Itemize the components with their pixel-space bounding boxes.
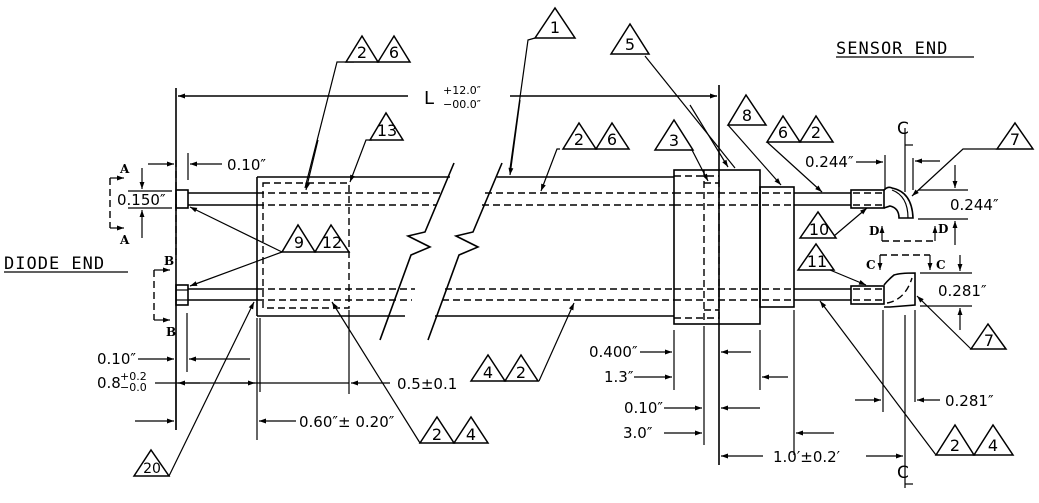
callout-4-2-number-b: 2: [516, 363, 526, 382]
callout-20-number: 20: [143, 461, 161, 477]
sleeve-offset-label: 0.60″± 0.20″: [299, 413, 395, 431]
sensor-dimensions: 0.244″ 0.244″ 0.281″ 0.281″: [805, 153, 999, 412]
centerline-bottom-label: C: [897, 463, 909, 483]
break-lines: [379, 162, 503, 341]
callout-9-12-number-b: 12: [322, 233, 342, 252]
diode-length-minus: −0.0: [120, 381, 147, 394]
callout-3-number: 3: [669, 131, 679, 150]
callout-2-4-right: 2 4: [934, 423, 1015, 456]
sensor-top-width-label: 0.244″: [805, 153, 854, 171]
callout-7-bottom: 7: [969, 322, 1008, 350]
callout-5: 5: [609, 22, 651, 55]
diode-offset-dimension: 0.10″: [148, 153, 266, 180]
callout-leaders: [168, 37, 1000, 477]
callout-9-12-number-a: 9: [294, 233, 304, 252]
length-tolerance-minus: −00.0″: [443, 98, 481, 111]
tip-to-centerline-label: 1.0′±0.2′: [773, 448, 841, 466]
callout-2-4-left-number-a: 2: [432, 425, 442, 444]
callout-9-12: 9 12: [280, 223, 351, 253]
diode-length-plus: +0.2: [120, 370, 147, 383]
callout-10: 10: [798, 210, 838, 239]
sensor-leads: [794, 192, 851, 301]
callout-5-number: 5: [625, 35, 635, 54]
length-tolerance-plus: +12.0″: [443, 84, 481, 97]
section-b-bottom-label: B: [166, 325, 176, 339]
callout-4-2: 4 2: [469, 353, 540, 382]
callout-2-4-right-number-a: 2: [950, 436, 960, 455]
section-c-right-label: C: [936, 258, 946, 272]
callout-6-2-number-a: 6: [778, 123, 788, 142]
diode-offset-label: 0.10″: [227, 156, 266, 174]
section-c-left-label: C: [866, 258, 876, 272]
callout-2-6-top: 2 6: [344, 34, 412, 63]
callout-11: 11: [796, 242, 836, 271]
inner-offset-label: 0.5±0.1: [397, 375, 457, 393]
block-a-label: 0.400″: [589, 343, 638, 361]
diode-diameter-dimension: 0.150″: [117, 168, 172, 238]
block-c-label: 0.10″: [624, 399, 663, 417]
centerline-top-label: C: [897, 119, 909, 139]
callout-11-number: 11: [807, 252, 827, 271]
section-b-top-label: B: [164, 254, 174, 268]
block-d-label: 3.0″: [623, 424, 653, 442]
length-symbol: L: [424, 88, 434, 109]
callout-13: 13: [368, 111, 405, 141]
callout-2-6-top-number-b: 6: [389, 43, 399, 62]
section-c-marker: C C: [866, 254, 946, 272]
upper-sensor-elbow: [850, 186, 914, 219]
callout-2-4-left: 2 4: [418, 415, 490, 444]
section-d-right-label: D: [938, 222, 948, 236]
section-a-top-label: A: [119, 162, 130, 176]
diode-end-title: DIODE END: [4, 254, 128, 274]
diode-end-label: DIODE END: [4, 254, 105, 274]
callout-20: 20: [132, 448, 171, 477]
section-b-marker: B B: [153, 254, 176, 339]
diode-lower-head: [175, 284, 189, 306]
callout-10-number: 10: [809, 220, 829, 239]
sensor-end-title: SENSOR END: [836, 39, 974, 59]
callout-13-number: 13: [377, 121, 397, 140]
callout-3: 3: [653, 118, 695, 151]
sensor-top-height-label: 0.244″: [950, 196, 999, 214]
cable-body: [188, 176, 674, 317]
diode-length-value: 0.8: [97, 374, 121, 392]
callout-1-number: 1: [550, 18, 560, 37]
callout-2-4-right-number-b: 4: [988, 436, 998, 455]
section-a-bottom-label: A: [119, 233, 130, 247]
connector-block: [673, 169, 795, 325]
sensor-bottom-width-label: 0.281″: [945, 392, 994, 410]
callout-8-number: 8: [742, 106, 752, 125]
diode-sleeve: [256, 177, 350, 316]
section-d-marker: D D: [869, 222, 948, 242]
callout-6-2: 6 2: [765, 114, 835, 143]
block-dimensions: 0.400″ 1.3″ 0.10″ 3.0″ 1.0′±0.2′: [589, 310, 903, 466]
centerline: C C: [897, 119, 913, 488]
sensor-end-label: SENSOR END: [836, 39, 948, 59]
callout-7-bottom-number: 7: [984, 331, 994, 350]
callout-7-top: 7: [995, 121, 1035, 150]
callout-2-4-left-number-b: 4: [466, 425, 476, 444]
callout-1: 1: [533, 6, 577, 39]
callout-2-6-mid-number-a: 2: [574, 130, 584, 149]
sensor-bottom-height-label: 0.281″: [938, 282, 987, 300]
callout-2-6-top-number-a: 2: [357, 43, 367, 62]
section-a-marker: A A: [109, 160, 177, 260]
callout-4-2-number-a: 4: [483, 363, 493, 382]
block-b-label: 1.3″: [604, 368, 634, 386]
diode-diameter-label: 0.150″: [117, 191, 166, 209]
lower-diode-dimensions: 0.10″ 0.8 +0.2 −0.0 0.5±0.1 0.60″± 0.20″: [97, 310, 457, 440]
lower-sensor-elbow: [850, 272, 916, 308]
diode-upper-head: [175, 189, 189, 209]
callout-8: 8: [726, 93, 768, 126]
diode-lower-offset-label: 0.10″: [97, 350, 136, 368]
callout-2-6-mid-number-b: 6: [607, 130, 617, 149]
callout-2-6-mid: 2 6: [561, 121, 631, 150]
section-d-left-label: D: [869, 224, 879, 238]
callout-6-2-number-b: 2: [811, 123, 821, 142]
callout-7-top-number: 7: [1010, 130, 1020, 149]
